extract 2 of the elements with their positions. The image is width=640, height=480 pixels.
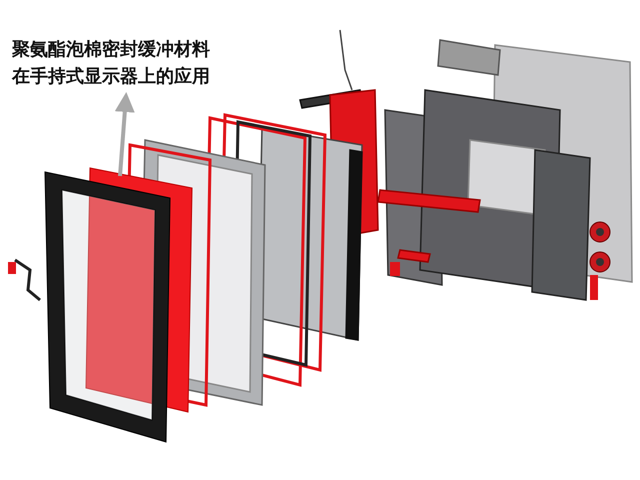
heading-text: 聚氨酯泡棉密封缓冲材料在手持式显示器上的应用 (12, 36, 220, 90)
leader-arrow (114, 92, 135, 176)
